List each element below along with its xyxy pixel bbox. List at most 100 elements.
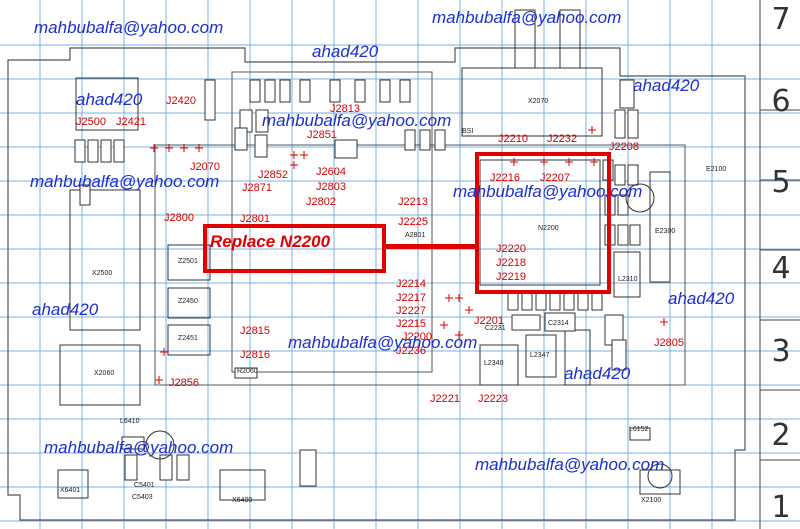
component-label-j2070: J2070 — [190, 161, 220, 173]
component-label-j2232: J2232 — [547, 133, 577, 145]
board-outline — [7, 47, 746, 521]
component-label-j2218: J2218 — [496, 257, 526, 269]
component-label-x6400: X6400 — [232, 497, 253, 504]
l2347-part — [525, 334, 557, 378]
email-watermark: mahbubalfa@yahoo.com — [262, 111, 452, 130]
component-label-j2871: J2871 — [242, 182, 272, 194]
component-label-j2421: J2421 — [116, 116, 146, 128]
annotation-pointer — [386, 244, 475, 249]
component-label-l2310: L2310 — [618, 276, 638, 283]
component-label-j2214: J2214 — [396, 278, 426, 290]
component-label-j2227: J2227 — [396, 305, 426, 317]
component-label-c2314: C2314 — [548, 320, 569, 327]
z2451-part — [167, 324, 211, 356]
component-label-j2201: J2201 — [474, 315, 504, 327]
user-watermark: ahad420 — [32, 300, 99, 319]
component-label-j2217: J2217 — [396, 292, 426, 304]
component-label-j2801: J2801 — [240, 213, 270, 225]
x2070-pin — [559, 9, 581, 69]
component-label-j2816: J2816 — [240, 349, 270, 361]
email-watermark: mahbubalfa@yahoo.com — [288, 333, 478, 352]
component-label-a2801: A2801 — [405, 232, 426, 239]
component-label-j2223: J2223 — [478, 393, 508, 405]
component-label-e2300: E2300 — [655, 228, 676, 235]
grid-row-label: 4 — [771, 251, 791, 286]
n2200-highlight-box — [475, 152, 611, 294]
component-label-j2210: J2210 — [498, 133, 528, 145]
component-label-c5401: C5401 — [134, 482, 155, 489]
baseband-area — [231, 71, 433, 373]
user-watermark: ahad420 — [76, 90, 143, 109]
component-label-z2450: Z2450 — [178, 298, 198, 305]
component-label-x2070: X2070 — [528, 98, 549, 105]
component-label-j2208: J2208 — [609, 141, 639, 153]
email-watermark: mahbubalfa@yahoo.com — [475, 455, 665, 474]
email-watermark: mahbubalfa@yahoo.com — [453, 182, 643, 201]
component-label-x2500: X2500 — [92, 270, 113, 277]
e2300-part — [649, 171, 671, 283]
component-label-j2604: J2604 — [316, 166, 346, 178]
round-pads — [145, 183, 673, 489]
top-left-block — [75, 77, 139, 131]
component-label-j2805: J2805 — [654, 337, 684, 349]
grid-row-label: 1 — [771, 490, 791, 525]
component-label-j2802: J2802 — [306, 196, 336, 208]
component-label-z2501: Z2501 — [178, 258, 198, 265]
component-label-j2219: J2219 — [496, 271, 526, 283]
component-label-j2420: J2420 — [166, 95, 196, 107]
email-watermark: mahbubalfa@yahoo.com — [30, 172, 220, 191]
component-label-j2207: J2207 — [540, 172, 570, 184]
component-label-l2347: L2347 — [530, 352, 550, 359]
component-label-j2200: J2200 — [402, 331, 432, 343]
n2200-chip — [479, 159, 601, 286]
l2340-part — [479, 344, 519, 386]
component-label-j2220: J2220 — [496, 243, 526, 255]
grid-row-label: 7 — [771, 2, 791, 37]
annotation-box — [203, 224, 386, 273]
x6400-block — [219, 469, 266, 501]
x6401-block — [57, 469, 89, 499]
component-label-bsi: BSI — [462, 128, 474, 135]
component-label-l2340: L2340 — [484, 360, 504, 367]
x2100-block — [639, 469, 681, 495]
user-watermark: ahad420 — [312, 42, 379, 61]
component-label-l6410: L6410 — [120, 418, 140, 425]
user-watermark: ahad420 — [564, 364, 631, 383]
component-label-l6152: L6152 — [629, 426, 649, 433]
component-label-j2221: J2221 — [430, 393, 460, 405]
z2501-part — [167, 244, 211, 281]
l2310-part-b — [564, 329, 591, 386]
grid-row-label: 2 — [771, 418, 791, 453]
component-label-j2813: J2813 — [330, 103, 360, 115]
component-label-j2856: J2856 — [169, 377, 199, 389]
component-label-j2852: J2852 — [258, 169, 288, 181]
component-label-j2225: J2225 — [398, 216, 428, 228]
component-label-j2851: J2851 — [307, 129, 337, 141]
component-label-c2231: C2231 — [485, 325, 506, 332]
email-watermark: mahbubalfa@yahoo.com — [44, 438, 234, 457]
x2500-connector — [69, 189, 141, 331]
email-watermark: mahbubalfa@yahoo.com — [432, 8, 622, 27]
component-label-j2800: J2800 — [164, 212, 194, 224]
component-label-j2236: J2236 — [396, 345, 426, 357]
component-label-x2100: X2100 — [641, 497, 662, 504]
component-label-j2803: J2803 — [316, 181, 346, 193]
test-points — [150, 126, 668, 384]
smd-components — [74, 79, 651, 487]
component-label-x2060: X2060 — [94, 370, 115, 377]
row-label-column — [759, 0, 800, 529]
x2060-block — [59, 344, 141, 406]
component-label-c5403: C5403 — [132, 494, 153, 501]
email-watermark: mahbubalfa@yahoo.com — [34, 18, 224, 37]
component-label-j2215: J2215 — [396, 318, 426, 330]
annotation-label: Replace N2200 — [210, 232, 331, 251]
component-label-j2213: J2213 — [398, 196, 428, 208]
component-label-z2451: Z2451 — [178, 335, 198, 342]
grid-row-label: 6 — [771, 84, 791, 119]
component-label-n2200: N2200 — [538, 225, 559, 232]
user-watermark: ahad420 — [668, 289, 735, 308]
grid-row-label: 5 — [771, 165, 791, 200]
component-label-j2216: J2216 — [490, 172, 520, 184]
